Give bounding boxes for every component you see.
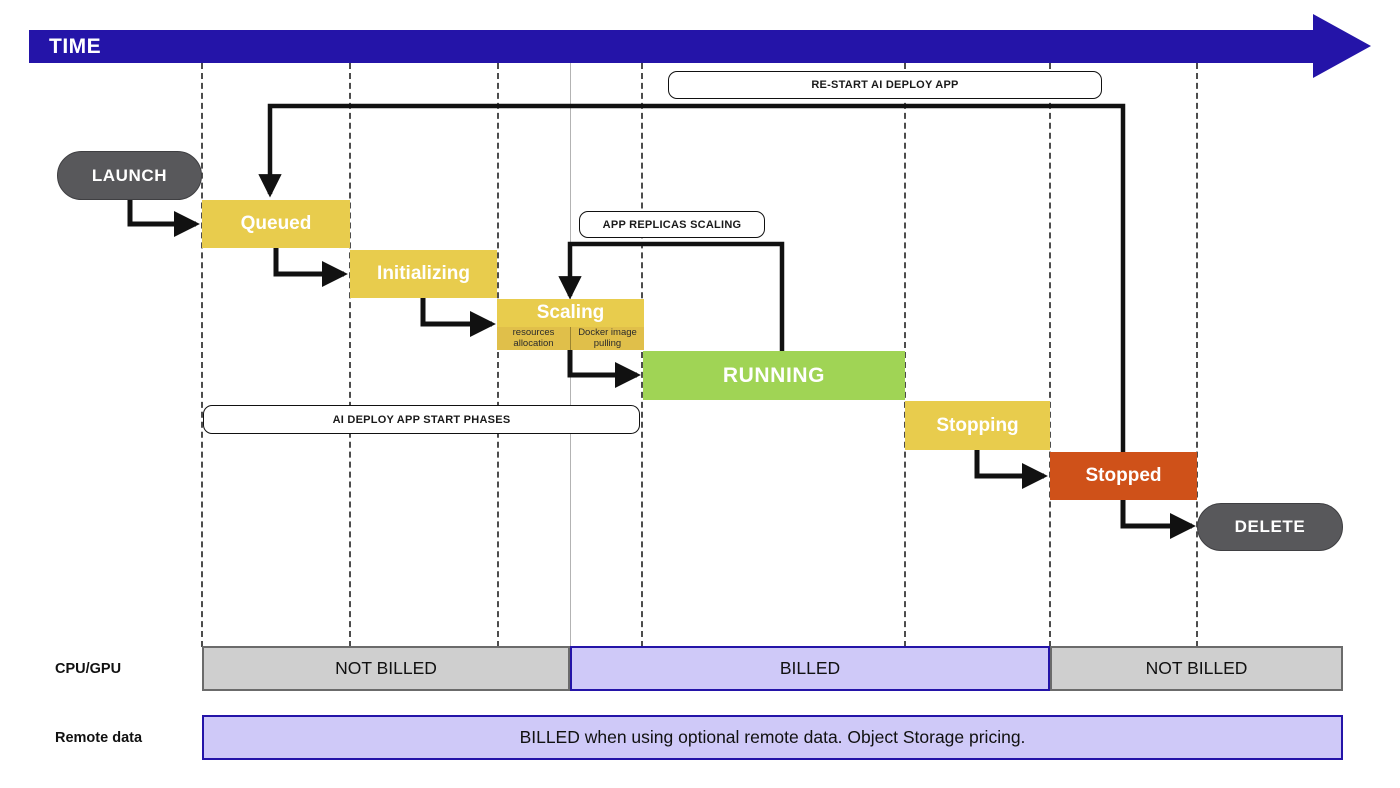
billing-segment-cpu-not-billed-1: NOT BILLED bbox=[202, 646, 570, 691]
billing-segment-cpu-not-billed-2-text: NOT BILLED bbox=[1145, 658, 1248, 678]
guideline-3 bbox=[497, 63, 499, 647]
billing-segment-cpu-billed: BILLED bbox=[570, 646, 1050, 691]
terminal-delete-label: DELETE bbox=[1234, 517, 1306, 536]
callout-restart-ai-deploy-app: RE-START AI DEPLOY APP bbox=[668, 71, 1102, 99]
state-stopped-label: Stopped bbox=[1085, 465, 1162, 486]
substep-docker-image-pulling-line2: pulling bbox=[593, 337, 622, 349]
callout-replicas-label: APP REPLICAS SCALING bbox=[602, 218, 742, 231]
state-initializing-label: Initializing bbox=[377, 263, 470, 284]
billing-row-label-cpu-gpu: CPU/GPU bbox=[55, 647, 200, 691]
state-stopping[interactable]: Stopping bbox=[905, 401, 1050, 450]
callout-restart-label: RE-START AI DEPLOY APP bbox=[811, 79, 959, 91]
state-scaling[interactable]: Scaling bbox=[497, 299, 644, 327]
guideline-4-solid bbox=[570, 63, 571, 647]
billing-segment-cpu-billed-text: BILLED bbox=[779, 658, 841, 678]
guideline-2 bbox=[349, 63, 351, 647]
billing-segment-remote-billed-text: BILLED when using optional remote data. … bbox=[519, 727, 1026, 747]
state-scaling-label: Scaling bbox=[536, 302, 605, 323]
state-running-label: RUNNING bbox=[722, 363, 826, 387]
scaling-substeps: resources allocation Docker image pullin… bbox=[497, 327, 644, 350]
time-axis-bar: TIME bbox=[29, 30, 1315, 63]
billing-row-label-remote-data: Remote data bbox=[55, 716, 200, 760]
state-stopped[interactable]: Stopped bbox=[1050, 452, 1197, 500]
substep-resources-allocation-line2: allocation bbox=[513, 337, 554, 349]
substep-docker-image-pulling: Docker image pulling bbox=[571, 327, 644, 350]
billing-segment-cpu-not-billed-1-text: NOT BILLED bbox=[335, 658, 437, 678]
substep-docker-image-pulling-line1: Docker image bbox=[578, 326, 637, 338]
billing-segment-remote-billed: BILLED when using optional remote data. … bbox=[202, 715, 1343, 760]
state-initializing[interactable]: Initializing bbox=[350, 250, 497, 298]
state-stopping-label: Stopping bbox=[936, 414, 1019, 436]
guideline-1 bbox=[201, 63, 203, 647]
billing-row-label-remote-data-text: Remote data bbox=[55, 730, 143, 746]
time-arrow-head-icon bbox=[1313, 14, 1371, 78]
terminal-launch-label: LAUNCH bbox=[91, 165, 168, 185]
time-axis-label: TIME bbox=[49, 35, 102, 58]
state-queued-label: Queued bbox=[240, 213, 312, 234]
guideline-7 bbox=[1049, 63, 1051, 647]
callout-start-phases-label: AI DEPLOY APP START PHASES bbox=[332, 413, 511, 426]
terminal-delete[interactable]: DELETE bbox=[1197, 503, 1343, 551]
billing-row-label-cpu-gpu-text: CPU/GPU bbox=[55, 661, 122, 677]
callout-app-replicas-scaling: APP REPLICAS SCALING bbox=[579, 211, 765, 238]
callout-ai-deploy-app-start-phases: AI DEPLOY APP START PHASES bbox=[203, 405, 640, 434]
billing-segment-cpu-not-billed-2: NOT BILLED bbox=[1050, 646, 1343, 691]
terminal-launch[interactable]: LAUNCH bbox=[57, 151, 202, 200]
substep-resources-allocation: resources allocation bbox=[497, 327, 571, 350]
guideline-8 bbox=[1196, 63, 1198, 647]
state-running[interactable]: RUNNING bbox=[643, 351, 905, 400]
substep-resources-allocation-line1: resources bbox=[512, 326, 555, 338]
state-queued[interactable]: Queued bbox=[202, 200, 350, 248]
